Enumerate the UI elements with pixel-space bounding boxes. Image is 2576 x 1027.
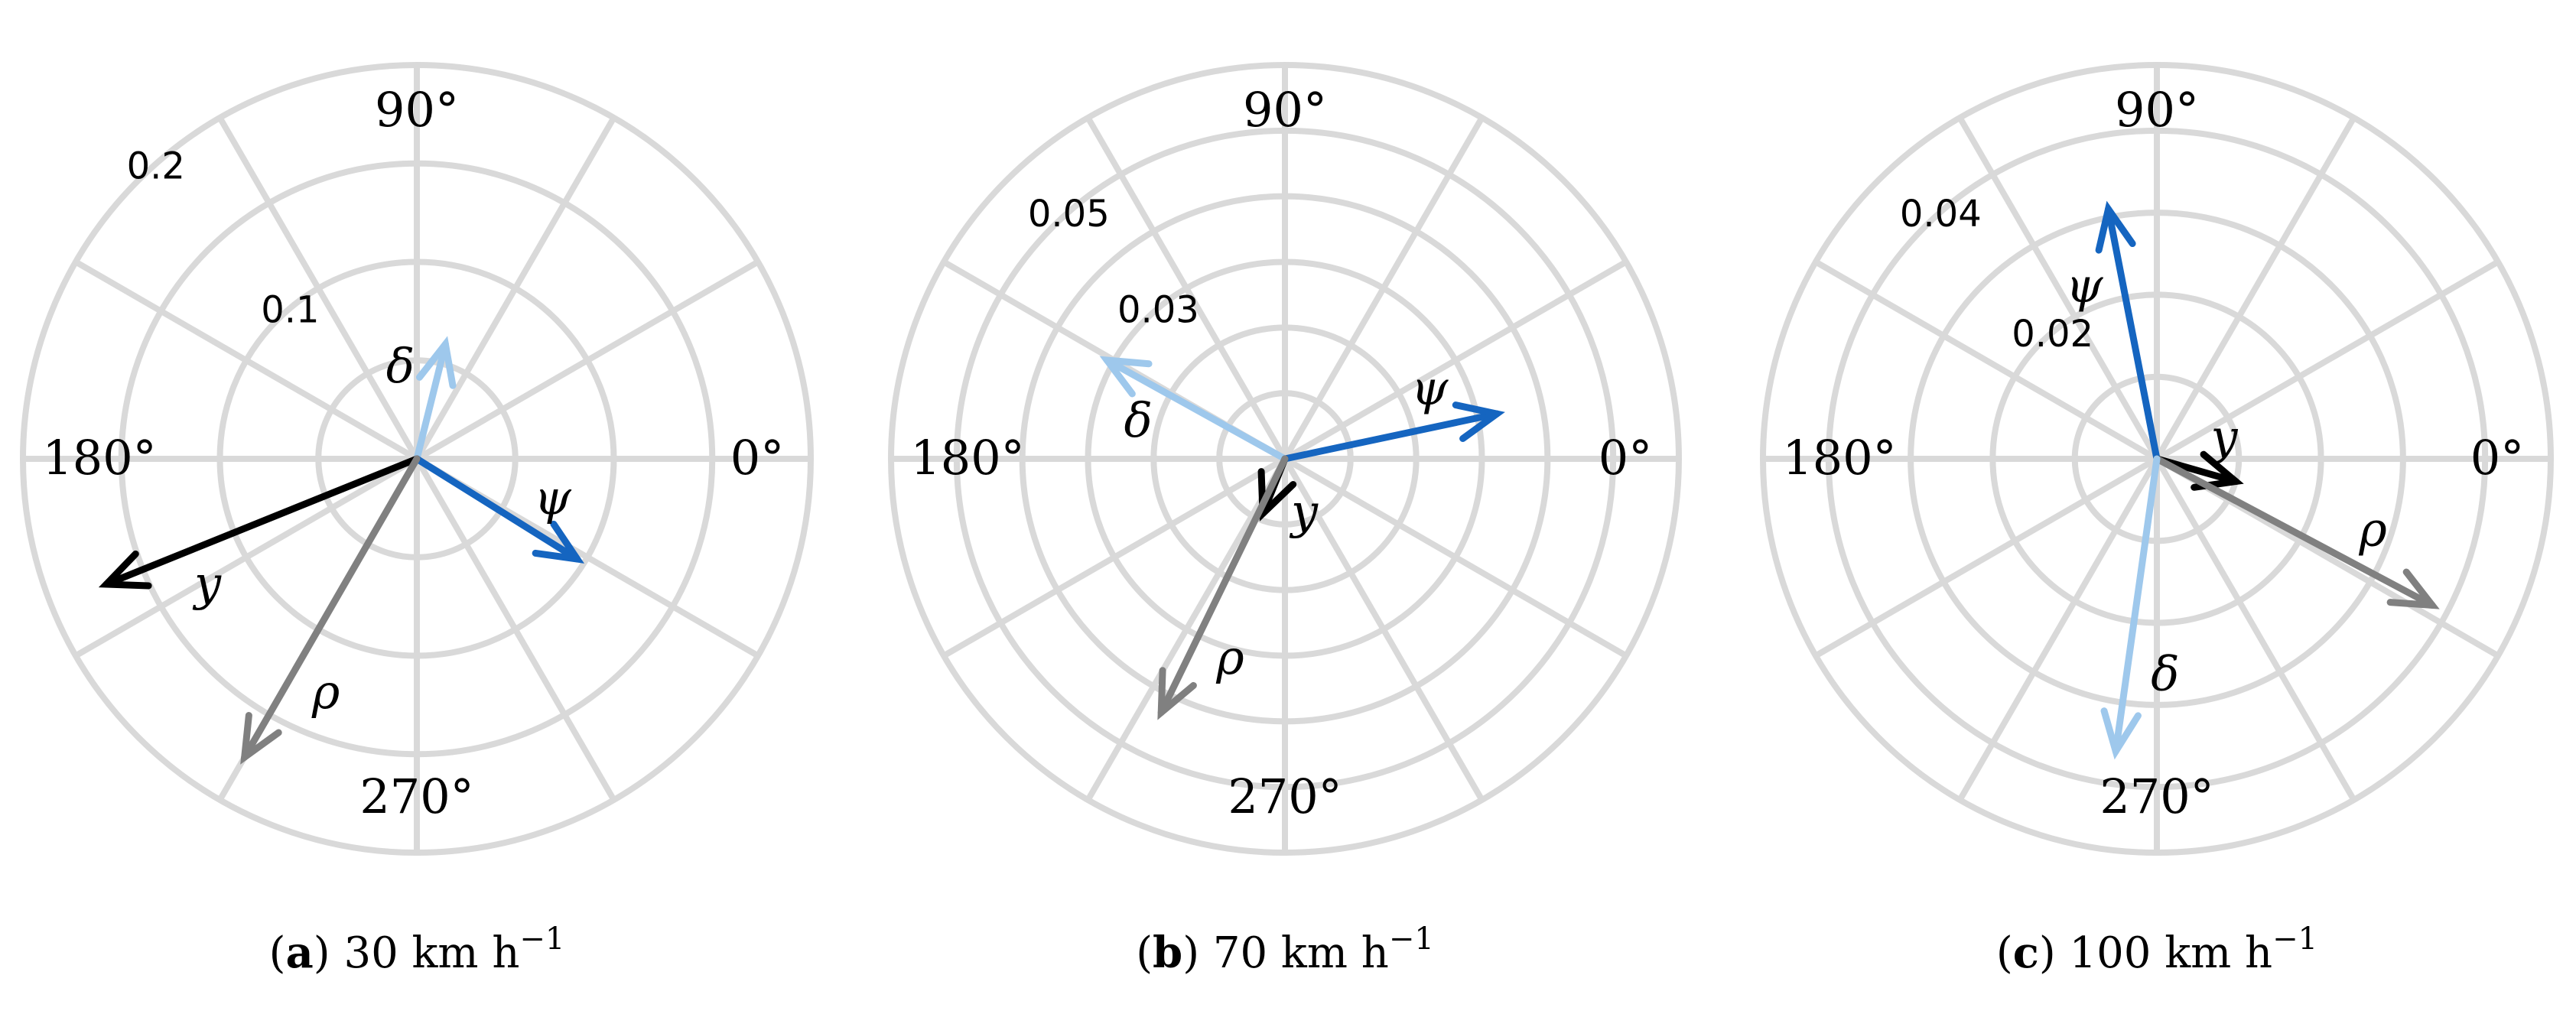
vector-b-0: ψ xyxy=(1281,360,1505,463)
caption-a-sup: −1 xyxy=(519,921,564,957)
vector-shaft-b-3 xyxy=(1157,455,1289,717)
vector-label-b-1: δ xyxy=(1124,392,1153,448)
vector-head-a-1 xyxy=(532,520,584,564)
polar-chart-c: 90° 180° 0° 270° 0.04 0.02ψ y ρ δ xyxy=(1760,62,2554,856)
spoke-a-210 xyxy=(73,456,419,658)
vector-label-a-2: y xyxy=(192,555,222,611)
angle-180-label-c: 180° xyxy=(1782,430,1896,486)
spoke-b-120 xyxy=(1085,115,1288,461)
vector-label-c-2: ρ xyxy=(2358,502,2386,557)
angle-270-label-a: 270° xyxy=(359,769,473,824)
vector-label-a-0: δ xyxy=(386,338,415,394)
angle-90-label-b: 90° xyxy=(1243,82,1327,138)
vector-shaft-c-2 xyxy=(2153,455,2436,609)
spoke-c-210 xyxy=(1813,456,2158,658)
spoke-c-30 xyxy=(2155,259,2500,462)
spoke-c-300 xyxy=(2154,457,2356,802)
caption-b-sup: −1 xyxy=(1389,921,1434,957)
caption-a-letter: a xyxy=(285,928,313,978)
vector-a-3: ρ xyxy=(240,455,421,765)
polar-chart-a: 90° 180° 0° 270° 0.2 0.1 δ ψ y ρ xyxy=(20,62,814,856)
spoke-a-150 xyxy=(73,259,419,462)
spoke-a-120 xyxy=(217,115,420,461)
caption-b: (b) 70 km h−1 xyxy=(1136,921,1434,978)
caption-b-text: 70 km h xyxy=(1213,928,1389,978)
vector-head-c-2 xyxy=(2386,568,2440,609)
vector-shaft-c-0 xyxy=(2105,206,2161,463)
vector-head-c-3 xyxy=(2100,707,2142,760)
vector-label-b-3: ρ xyxy=(1215,629,1244,685)
caption-a: (a) 30 km h−1 xyxy=(269,921,565,978)
caption-c: (c) 100 km h−1 xyxy=(1996,921,2317,978)
vector-label-a-1: ψ xyxy=(534,470,572,525)
tick-label-b-0: 0.05 xyxy=(1028,193,1110,236)
vector-label-c-3: δ xyxy=(2151,645,2179,701)
vector-shaft-a-3 xyxy=(241,455,421,761)
spoke-c-120 xyxy=(1957,115,2160,461)
vector-head-b-2 xyxy=(1257,468,1297,522)
angle-0-label-c: 0° xyxy=(2470,430,2524,486)
caption-b-letter: b xyxy=(1153,928,1182,978)
vector-b-1: δ xyxy=(1099,356,1289,463)
angle-180-label-b: 180° xyxy=(910,430,1024,486)
vector-c-0: ψ xyxy=(2066,200,2161,463)
vector-label-c-1: y xyxy=(2209,409,2239,465)
vector-head-a-0 xyxy=(415,336,457,389)
spoke-b-210 xyxy=(942,456,1287,658)
vector-head-b-0 xyxy=(1452,401,1505,442)
vector-label-b-2: y xyxy=(1289,483,1319,539)
caption-c-text: 100 km h xyxy=(2070,928,2273,978)
spoke-a-30 xyxy=(415,259,760,462)
vector-a-2: y xyxy=(98,455,421,611)
vector-shaft-a-0 xyxy=(413,340,449,463)
tick-label-b-1: 0.03 xyxy=(1117,289,1199,332)
vector-shaft-b-0 xyxy=(1281,410,1501,463)
vector-label-a-3: ρ xyxy=(311,664,340,720)
vector-shaft-a-2 xyxy=(102,455,421,588)
tick-label-c-0: 0.04 xyxy=(1900,193,1982,236)
vector-head-c-0 xyxy=(2095,200,2136,254)
vector-head-a-2 xyxy=(98,550,152,590)
spoke-b-240 xyxy=(1085,457,1288,802)
vector-c-3: δ xyxy=(2100,455,2179,760)
spoke-c-240 xyxy=(1957,457,2160,802)
spoke-b-30 xyxy=(1283,259,1628,462)
spoke-b-60 xyxy=(1282,115,1485,461)
caption-c-sup: −1 xyxy=(2272,921,2317,957)
spoke-a-60 xyxy=(414,115,616,461)
caption-c-letter: c xyxy=(2013,928,2039,978)
vector-shaft-a-1 xyxy=(413,455,581,563)
angle-270-label-b: 270° xyxy=(1228,769,1342,824)
vector-head-b-1 xyxy=(1099,356,1153,398)
vector-a-0: δ xyxy=(386,336,457,463)
angle-0-label-b: 0° xyxy=(1599,430,1652,486)
spoke-b-330 xyxy=(1283,456,1628,658)
vector-shaft-b-1 xyxy=(1103,356,1289,463)
vector-b-3: ρ xyxy=(1157,455,1289,720)
angle-270-label-c: 270° xyxy=(2100,769,2213,824)
polar-chart-b: 90° 180° 0° 270° 0.05 0.03 ψ δ y ρ xyxy=(888,62,1682,856)
vector-label-c-0: ψ xyxy=(2066,257,2104,313)
vector-head-b-3 xyxy=(1157,667,1197,720)
spoke-c-60 xyxy=(2154,115,2356,461)
vector-c-2: ρ xyxy=(2153,455,2440,609)
angle-180-label-a: 180° xyxy=(42,430,156,486)
angle-0-label-a: 0° xyxy=(730,430,784,486)
vector-label-b-0: ψ xyxy=(1411,360,1449,416)
spoke-c-150 xyxy=(1813,259,2158,462)
spoke-a-300 xyxy=(414,457,616,802)
angle-90-label-c: 90° xyxy=(2115,82,2199,138)
spoke-b-300 xyxy=(1282,457,1485,802)
vector-shaft-c-3 xyxy=(2112,455,2161,755)
tick-label-a-1: 0.1 xyxy=(261,289,319,332)
caption-a-text: 30 km h xyxy=(343,928,519,978)
vector-a-1: ψ xyxy=(413,455,584,564)
vector-head-a-3 xyxy=(240,712,282,765)
tick-label-c-1: 0.02 xyxy=(2012,313,2093,356)
angle-90-label-a: 90° xyxy=(375,82,459,138)
tick-label-a-0: 0.2 xyxy=(127,145,185,187)
